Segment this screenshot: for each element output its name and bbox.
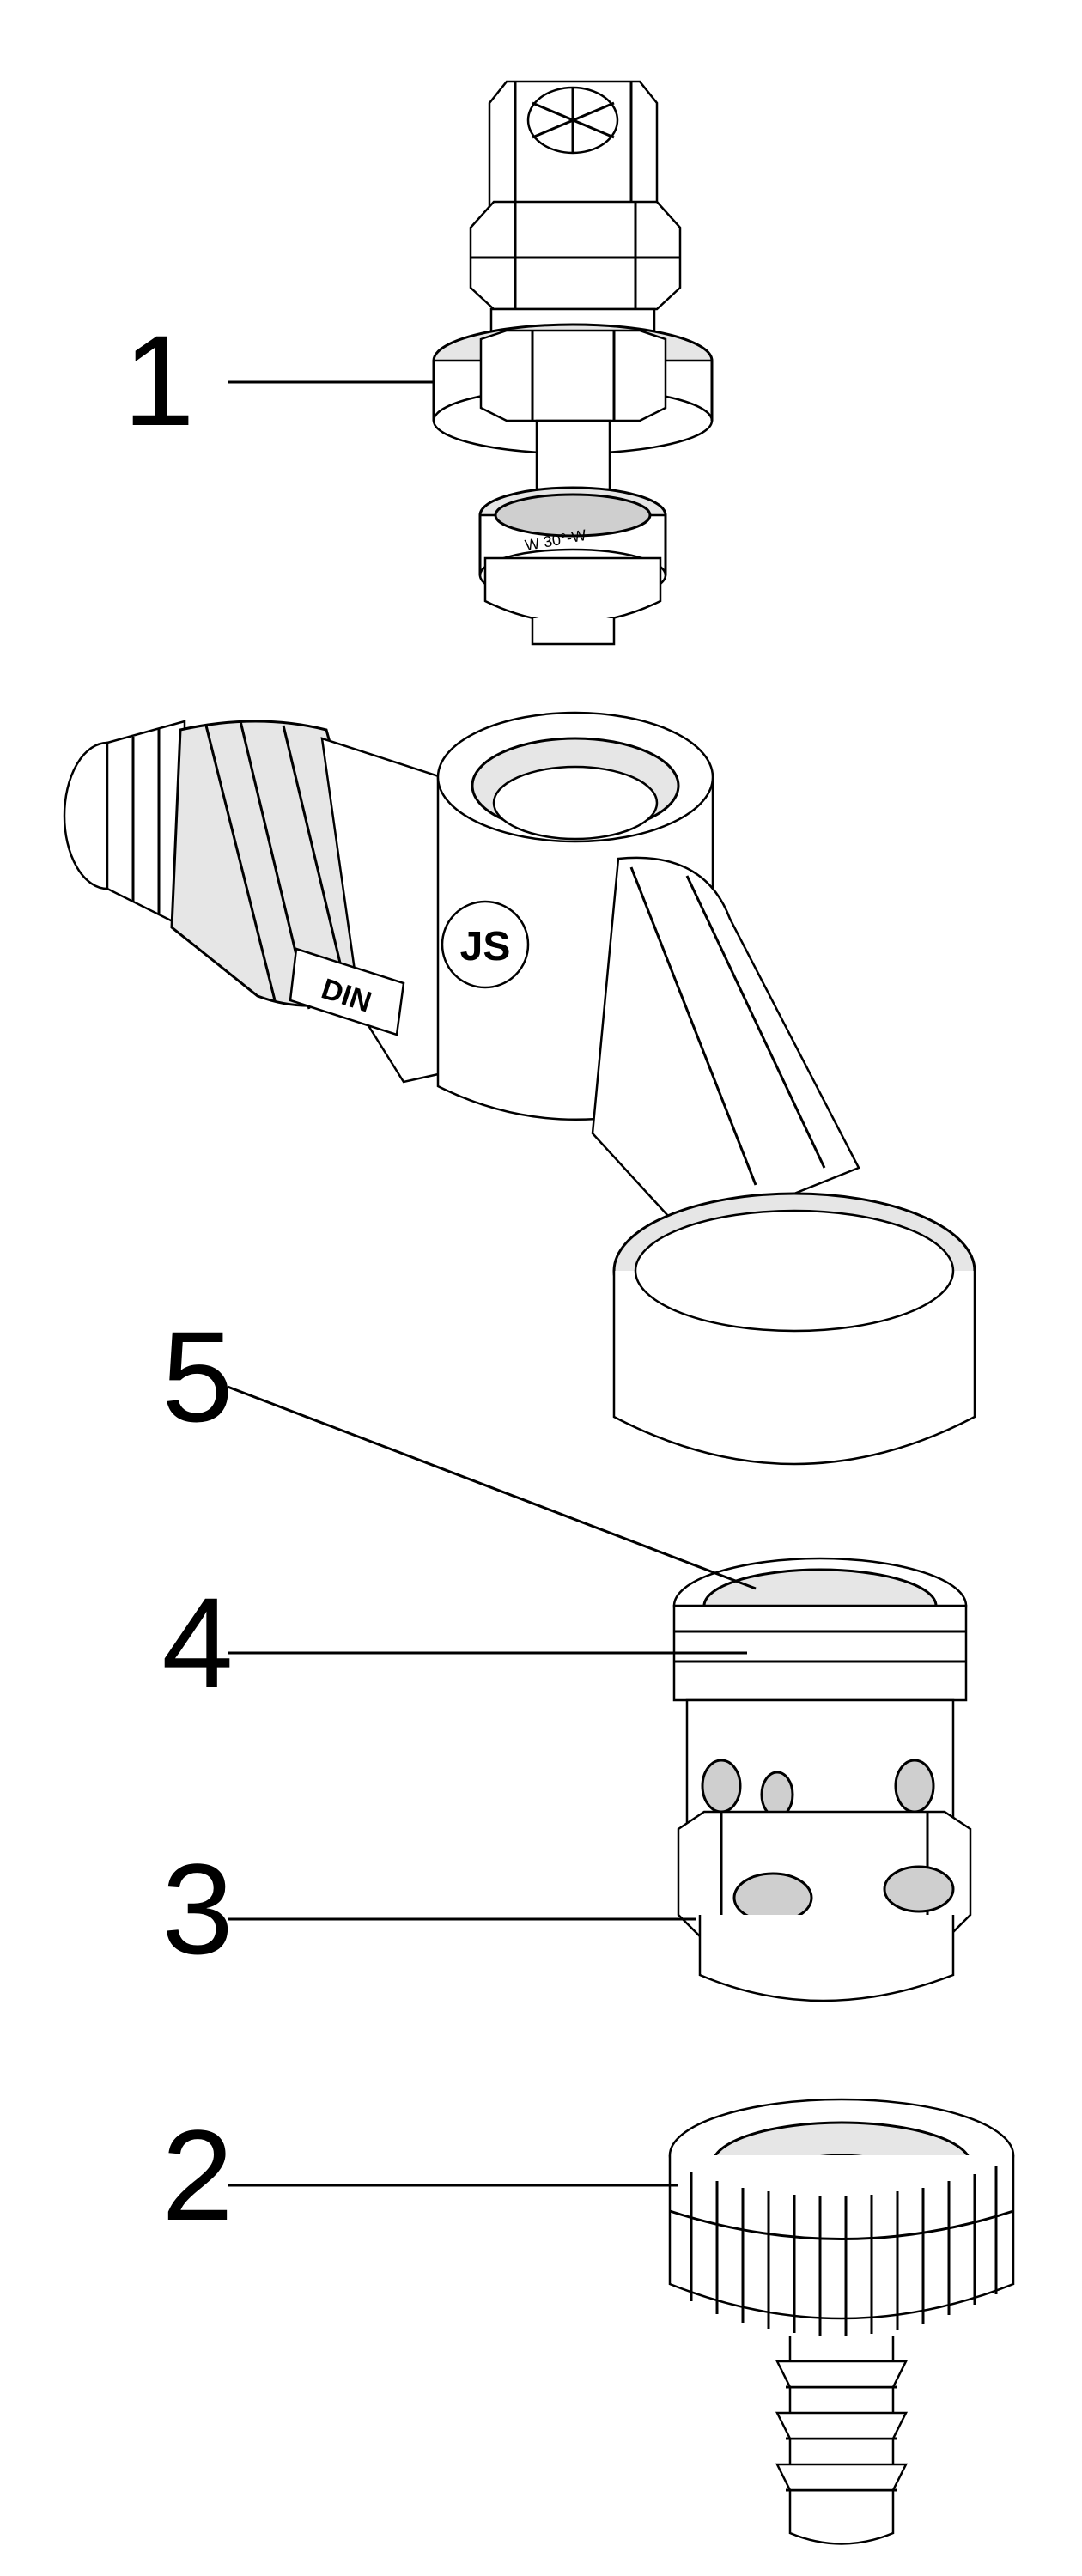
- callout-1: 1: [123, 308, 194, 453]
- callout-4: 4: [161, 1571, 233, 1715]
- part-2-hose-connector: [668, 2098, 1015, 2545]
- valve-body: DIN JS: [63, 711, 976, 1466]
- part-1-valve-head: [432, 80, 714, 646]
- callout-5: 5: [161, 1304, 233, 1449]
- leader-lines: [227, 380, 757, 2187]
- aerator-assembly: [672, 1557, 972, 2002]
- callout-2: 2: [161, 2103, 233, 2247]
- callout-3: 3: [161, 1837, 233, 1981]
- callout-labels: 1 5 4 3 2: [123, 308, 233, 2247]
- js-logo-text: JS: [460, 924, 511, 969]
- leader-line-5: [227, 1385, 757, 1590]
